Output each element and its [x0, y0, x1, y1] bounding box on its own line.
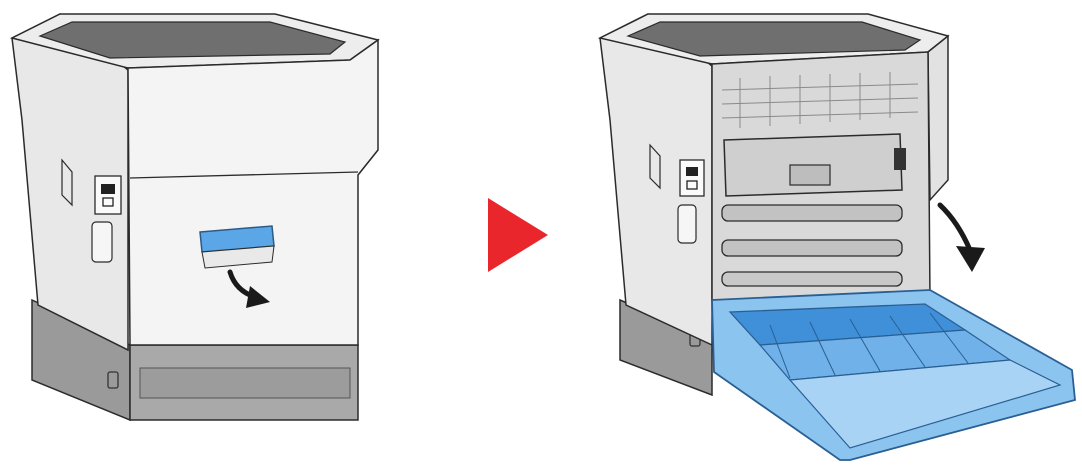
lever-recess [201, 245, 275, 269]
usb-port-icon [102, 197, 114, 207]
roller-bottom [721, 271, 903, 287]
interior-latch [894, 148, 906, 170]
open-side-vent-icon [649, 143, 661, 190]
open-usb-port-icon [686, 180, 698, 190]
step-arrow-icon [488, 198, 548, 272]
printer-open [597, 13, 1076, 461]
power-switch-icon [94, 175, 122, 215]
pull-arrow-head-icon [246, 286, 270, 308]
power-inlet-icon [101, 184, 115, 194]
rear-cover-outer-panel [788, 359, 1062, 449]
side-panel-grip [91, 221, 113, 263]
interior-paper-guide [721, 72, 919, 128]
roller-upper [721, 204, 903, 222]
open-direction-arrow [937, 202, 973, 253]
rear-cover-right-edge [357, 149, 379, 176]
fuser-handle [789, 164, 831, 186]
open-power-inlet-icon [686, 167, 698, 176]
open-printer-top-tray [626, 21, 922, 57]
open-side-panel-grip [677, 204, 697, 244]
open-arrow-head-icon [956, 246, 985, 272]
side-vent-icon [61, 158, 73, 207]
printer-closed [9, 13, 380, 422]
rear-cover-rib-lines [769, 312, 969, 379]
open-power-switch-icon [679, 159, 705, 197]
open-printer-right-edge [927, 34, 949, 202]
printer-top-tray [38, 21, 347, 59]
roller-lower [721, 239, 903, 257]
printer-base-slot [139, 367, 351, 399]
printer-base-handle-icon [107, 371, 119, 389]
rear-cover-seam [129, 171, 359, 179]
